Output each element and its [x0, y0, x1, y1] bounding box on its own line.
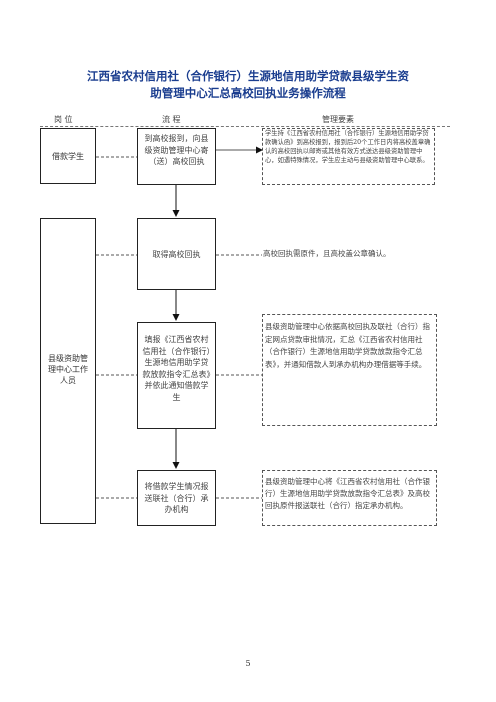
flow-step-1-text: 到高校报到，向县级资助管理中心寄（送）高校回执	[144, 134, 209, 166]
flow-step-3: 填报《江西省农村信用社（合作银行）生源地信用助学贷款放款指令汇总表》并依此通知借…	[137, 322, 216, 429]
role-label-county-staff: 县级资助管理中心工作人员	[48, 354, 88, 385]
page-number: 5	[245, 659, 251, 668]
header-position: 岗 位	[54, 115, 73, 124]
header-requirements: 管理要素	[322, 115, 354, 124]
role-box-county-staff: 县级资助管理中心工作人员	[40, 218, 96, 524]
role-box-borrower: 借款学生	[40, 128, 96, 184]
requirement-text-4: 县级资助管理中心将《江西省农村信用社（合作银行）生源地信用助学贷款放款指令汇总表…	[265, 477, 430, 510]
document-title: 江西省农村信用社（合作银行）生源地信用助学贷款县级学生资 助管理中心汇总高校回执…	[40, 68, 456, 102]
flow-step-2-text: 取得高校回执	[152, 250, 201, 259]
requirement-text-3: 县级资助管理中心依据高校回执及联社（合行）指定网点贷款审批情况，汇总《江西省农村…	[265, 322, 430, 369]
header-divider	[40, 126, 450, 127]
requirement-box-1: 学生持《江西省农村信用社（合作银行）生源地信用助学贷款确认函》到高校报到，报到后…	[262, 128, 435, 185]
requirement-box-3: 县级资助管理中心依据高校回执及联社（合行）指定网点贷款审批情况，汇总《江西省农村…	[262, 314, 437, 426]
flow-step-4: 将借款学生情况报送联社（合行）承办机构	[137, 470, 216, 526]
title-line-2: 助管理中心汇总高校回执业务操作流程	[150, 86, 346, 100]
flow-step-4-text: 将借款学生情况报送联社（合行）承办机构	[144, 482, 209, 514]
requirement-text-2: 高校回执需原件，且高校盖公章确认。	[263, 249, 391, 258]
flow-step-2: 取得高校回执	[137, 218, 216, 290]
requirement-text-1: 学生持《江西省农村信用社（合作银行）生源地信用助学贷款确认函》到高校报到，报到后…	[265, 130, 431, 164]
role-label-borrower: 借款学生	[52, 152, 84, 161]
requirement-box-4: 县级资助管理中心将《江西省农村信用社（合作银行）生源地信用助学贷款放款指令汇总表…	[262, 470, 437, 526]
flow-step-3-text: 填报《江西省农村信用社（合作银行）生源地信用助学贷款放款指令汇总表》并依此通知借…	[142, 335, 211, 402]
title-line-1: 江西省农村信用社（合作银行）生源地信用助学贷款县级学生资	[87, 69, 409, 83]
flow-step-1: 到高校报到，向县级资助管理中心寄（送）高校回执	[137, 128, 216, 185]
header-flow: 流 程	[162, 115, 181, 124]
